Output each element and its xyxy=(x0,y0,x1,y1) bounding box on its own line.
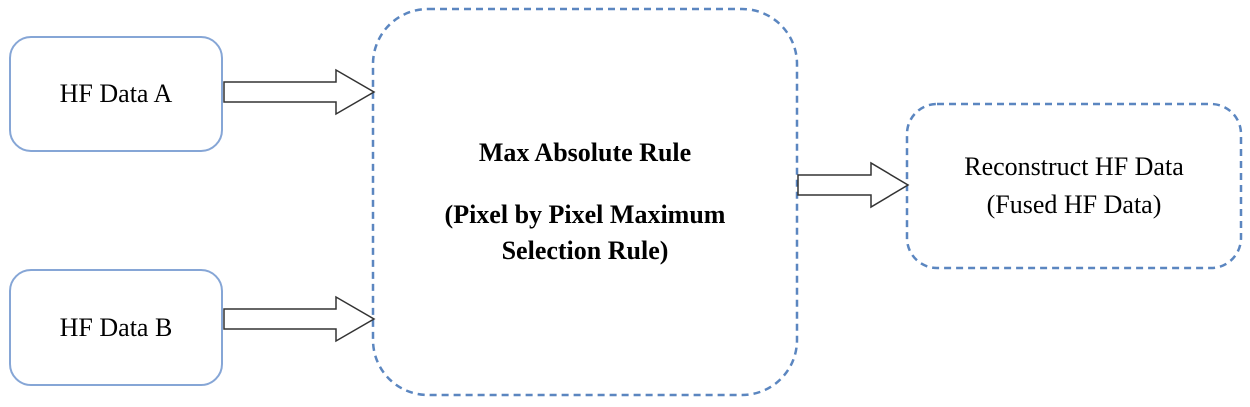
max-rule-detail: (Pixel by Pixel Maximum Selection Rule) xyxy=(444,200,726,265)
hf-data-a-label: HF Data A xyxy=(59,79,173,108)
max-rule-box xyxy=(371,7,799,397)
reconstruct-content: Reconstruct HF Data (Fused HF Data) xyxy=(906,103,1242,269)
arrow-rule-to-reconstruct xyxy=(797,161,910,209)
hf-data-b-label: HF Data B xyxy=(59,312,173,342)
hf-data-a-box: HF Data A xyxy=(9,36,223,152)
arrow-a-to-rule xyxy=(223,68,376,116)
arrow-b-to-rule xyxy=(223,295,376,343)
reconstruct-line-2: (Fused HF Data) xyxy=(986,190,1162,219)
max-rule-title: Max Absolute Rule xyxy=(478,138,692,167)
hf-data-b-box: HF Data B xyxy=(9,269,223,386)
reconstruct-line-1: Reconstruct HF Data xyxy=(964,152,1184,181)
max-rule-content: Max Absolute Rule (Pixel by Pixel Maximu… xyxy=(372,8,798,396)
